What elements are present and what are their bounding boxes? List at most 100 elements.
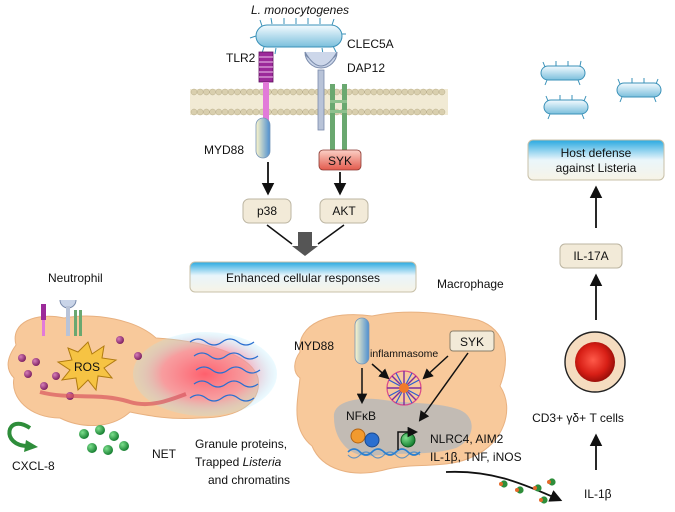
arrow-syk-inflammasome <box>422 355 449 380</box>
membrane-lipid-head <box>389 108 396 116</box>
membrane-lipid-head <box>420 88 427 96</box>
membrane-lipid-head <box>277 108 285 116</box>
granule-line2: Trapped Listeria <box>195 455 282 469</box>
membrane-lipid-head <box>401 88 409 96</box>
membrane-lipid-head <box>271 108 278 116</box>
membrane-lipid-head <box>246 88 254 96</box>
enhanced-label: Enhanced cellular responses <box>226 271 380 285</box>
dap12-dimer <box>330 84 347 150</box>
membrane-lipid-head <box>364 88 371 96</box>
membrane-lipid-head <box>438 88 446 96</box>
host-defense-box <box>527 139 665 181</box>
inflammasome-complex <box>386 370 422 406</box>
myd88-top-label: MYD88 <box>204 143 244 157</box>
membrane-lipid-head <box>227 88 235 96</box>
il1b-secretion-arrow <box>445 470 563 502</box>
block-arrow-down <box>292 232 318 256</box>
membrane-lipid-head <box>364 108 371 116</box>
membrane-lipid-head <box>351 108 359 116</box>
membrane-lipid-head <box>209 108 216 116</box>
arrow-p38-converge <box>266 224 293 245</box>
bacteria-cluster <box>540 60 662 120</box>
membrane-lipid-head <box>203 88 210 96</box>
membrane-lipid-head <box>351 88 359 96</box>
dna-strand <box>347 448 421 456</box>
membrane-lipid-head <box>358 88 365 96</box>
membrane-lipid-head <box>426 108 433 116</box>
ros-burst <box>56 341 118 392</box>
membrane-lipid-head <box>382 108 390 116</box>
membrane-lipid-head <box>203 108 210 116</box>
myd88-top <box>255 117 271 159</box>
syk-macro-box <box>449 330 495 352</box>
membrane-lipid-head <box>190 88 198 96</box>
il17a-label: IL-17A <box>573 249 608 263</box>
membrane-lipid-head <box>302 108 309 116</box>
arrow-syk-nucleus <box>418 352 469 422</box>
clec5a-receptor <box>304 51 338 131</box>
membrane-lipid-head <box>215 108 223 116</box>
cxcl8-label: CXCL-8 <box>12 459 55 473</box>
membrane-lipid-head <box>426 88 433 96</box>
membrane-lipid-head <box>240 108 247 116</box>
bacterium-top <box>249 17 346 55</box>
t-cell <box>564 331 626 393</box>
membrane-lipid-head <box>407 88 415 96</box>
membrane-lipid-head <box>289 108 297 116</box>
syk-label: SYK <box>328 154 352 168</box>
myd88-macro-label: MYD88 <box>294 339 334 353</box>
membrane-lipid-head <box>308 108 316 116</box>
nucleus-lobe <box>39 390 187 407</box>
membrane-lipid-head <box>432 88 440 96</box>
membrane-lipid-head <box>296 108 303 116</box>
membrane-lipid-head <box>407 108 415 116</box>
p38-label: p38 <box>257 204 277 218</box>
membrane-lipid-head <box>395 88 402 96</box>
genes-line1: NLRC4, AIM2 <box>430 432 504 446</box>
membrane-lipid-head <box>215 88 223 96</box>
membrane-lipid-head <box>432 108 440 116</box>
il17a-box <box>559 243 623 269</box>
membrane-lipid-head <box>196 108 204 116</box>
arrow-akt-converge <box>317 224 345 245</box>
enhanced-responses-box <box>189 261 417 293</box>
il1b-granules <box>499 478 556 504</box>
membrane-lipid-head <box>382 88 390 96</box>
inflammasome-label: inflammasome <box>370 348 438 360</box>
macrophage-label: Macrophage <box>437 277 504 291</box>
membrane-lipid-head <box>370 88 378 96</box>
tf-green <box>400 432 416 448</box>
cxcl8-arrow <box>7 421 32 448</box>
membrane-lipid-head <box>283 108 291 116</box>
nfkb-label: NFκB <box>346 409 376 423</box>
myd88-macro <box>354 317 370 365</box>
il1b-label: IL-1β <box>584 487 612 501</box>
granule-line1: Granule proteins, <box>195 437 287 451</box>
membrane-lipid-head <box>420 108 427 116</box>
membrane-lipid-head <box>277 88 285 96</box>
tcell-label: CD3+ γδ+ T cells <box>532 411 624 425</box>
membrane-lipid-head <box>240 88 247 96</box>
membrane-lipid-head <box>234 108 241 116</box>
syk-macro-label: SYK <box>460 335 484 349</box>
genes-line2: IL-1β, TNF, iNOS <box>430 450 522 464</box>
membrane-lipid-head <box>271 88 278 96</box>
membrane-lipid-head <box>283 88 291 96</box>
membrane-lipid-head <box>376 108 384 116</box>
membrane-lipid-head <box>289 88 297 96</box>
membrane-lipid-head <box>389 88 396 96</box>
p38-box <box>242 198 292 224</box>
membrane-lipid-head <box>234 88 241 96</box>
arrow-myd88-inflammasome <box>371 363 390 380</box>
dap12-label: DAP12 <box>347 61 385 75</box>
membrane-lipid-head <box>438 108 446 116</box>
membrane-lipid-head <box>413 88 421 96</box>
ros-label: ROS <box>74 360 100 374</box>
macrophage-nucleus <box>333 398 472 457</box>
tlr2-label: TLR2 <box>226 51 256 65</box>
pathogen-label: L. monocytogenes <box>251 3 349 17</box>
membrane-lipid-head <box>413 108 421 116</box>
neutrophil-label: Neutrophil <box>48 271 103 285</box>
membrane-lipid-head <box>252 108 260 116</box>
granule-line3: and chromatins <box>208 473 290 487</box>
